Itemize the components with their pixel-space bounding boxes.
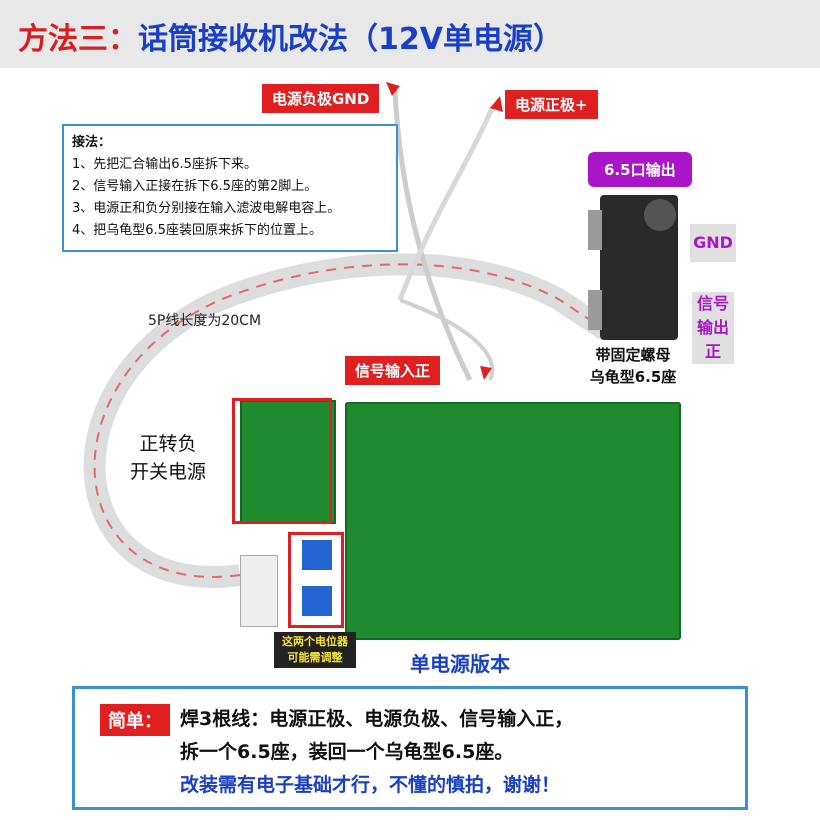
potentiometer: [302, 540, 332, 570]
jack-body: [600, 195, 678, 340]
instructions-heading: 接法：: [72, 135, 112, 150]
ribbon-cable: [83, 253, 612, 588]
jack-caption: 带固定螺母 乌龟型6.5座: [578, 344, 688, 388]
title-main: 话筒接收机改法（12V单电源）: [138, 22, 563, 57]
module-label-line: 开关电源: [130, 461, 207, 483]
gnd-badge: GND: [690, 224, 736, 262]
summary-warning: 改装需有电子基础才行，不懂的慎拍，谢谢！: [180, 774, 561, 796]
summary-line: 焊3根线：电源正极、电源负极、信号输入正，: [180, 708, 574, 730]
pcb-board: [345, 402, 681, 640]
title-bar: [0, 0, 820, 68]
pot-note-line: 这两个电位器: [282, 635, 348, 648]
gnd-arrow: [386, 82, 400, 96]
jack-pin: [588, 290, 602, 330]
module-label: 正转负 开关电源: [130, 430, 206, 486]
signal-out-badge: 信号 输出 正: [692, 292, 734, 364]
signal-wire: [399, 298, 495, 381]
switching-module: [240, 400, 336, 524]
jack-pin: [588, 210, 602, 250]
version-label: 单电源版本: [410, 652, 510, 676]
jack-caption-line: 带固定螺母: [595, 346, 671, 364]
signal-out-line: 信号: [696, 294, 729, 313]
jack-title: 6.5口输出: [588, 152, 692, 187]
instruction-step: 3、电源正和负分别接在输入滤波电解电容上。: [72, 201, 341, 216]
signal-input-label: 信号输入正: [345, 356, 441, 385]
cable-connector: [240, 555, 278, 627]
potentiometer: [302, 586, 332, 616]
positive-arrow: [490, 96, 503, 112]
pot-note: 这两个电位器 可能需调整: [274, 632, 356, 668]
gnd-wire: [392, 89, 473, 382]
instruction-step: 1、先把汇合输出6.5座拆下来。: [72, 157, 257, 172]
page-title: 方法三：话筒接收机改法（12V单电源）: [18, 14, 563, 58]
jack-nut: [644, 199, 676, 231]
signal-out-line: 正: [704, 342, 721, 361]
positive-wire: [397, 107, 495, 301]
signal-out-line: 输出: [696, 318, 729, 337]
signal-arrow: [480, 366, 492, 380]
positive-wire-label: 电源正极+: [505, 90, 598, 119]
summary-tag: 简单：: [100, 704, 170, 736]
cable-length-label: 5P线长度为20CM: [148, 313, 262, 329]
pot-highlight: [288, 532, 344, 628]
instructions-box: 接法： 1、先把汇合输出6.5座拆下来。 2、信号输入正接在拆下6.5座的第2脚…: [62, 124, 398, 252]
instruction-step: 4、把乌龟型6.5座装回原来拆下的位置上。: [72, 223, 322, 238]
pot-note-line: 可能需调整: [287, 651, 343, 664]
jack-caption-line: 乌龟型6.5座: [589, 368, 677, 386]
gnd-wire-label: 电源负极GND: [262, 84, 380, 113]
summary-line: 拆一个6.5座，装回一个乌龟型6.5座。: [180, 741, 514, 763]
module-highlight: [232, 398, 332, 524]
summary-box: [72, 686, 748, 810]
module-label-line: 正转负: [139, 433, 197, 455]
title-prefix: 方法三：: [18, 22, 138, 57]
instruction-step: 2、信号输入正接在拆下6.5座的第2脚上。: [72, 179, 318, 194]
